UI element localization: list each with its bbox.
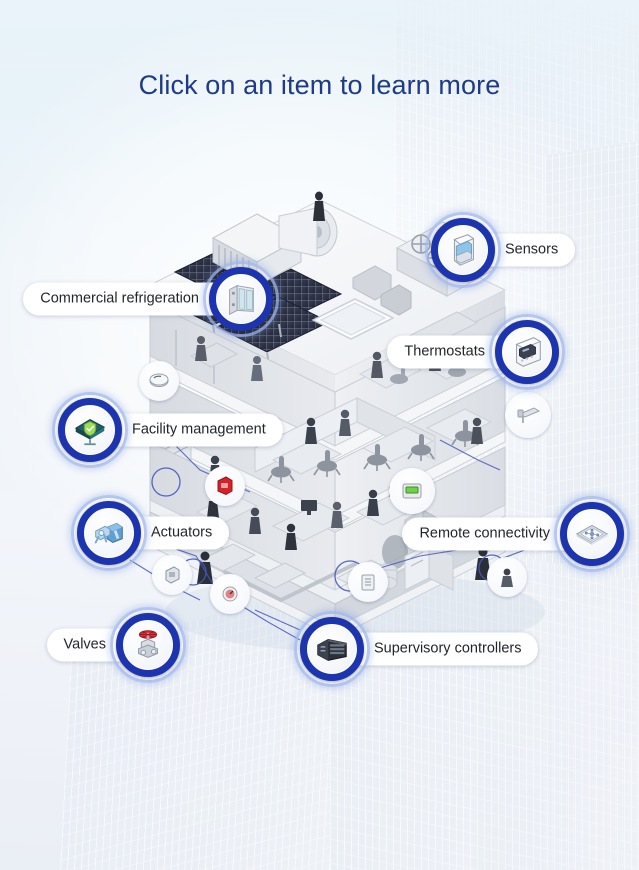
tablet-icon [575,524,609,545]
hotspot-commercial-refrigeration[interactable]: Commercial refrigeration [23,261,279,337]
wall-control-icon [165,566,180,584]
motion-sensor-icon [453,234,475,266]
hotspot-halo-ring [489,314,565,390]
hotspot-label-supervisory-controllers[interactable]: Supervisory controllers [338,632,539,666]
hotspot-halo-ring [425,212,501,288]
hotspot-icon-disc [439,226,487,274]
hotspot-label-text: Actuators [151,524,213,541]
hotspot-halo-ring [294,611,370,687]
pressure-gauge-marker[interactable] [210,574,250,614]
security-camera-marker[interactable] [505,392,551,438]
hotspot-halo-ring [203,261,279,337]
worker-icon [501,568,513,587]
hotspot-halo-ring [52,392,128,468]
hotspot-sensors[interactable]: Sensors [425,212,576,288]
hotspot-icon-disc [503,328,551,376]
hotspot-thermostats[interactable]: Thermostats [387,314,565,390]
fire-alarm-icon [217,476,233,496]
hotspot-halo-ring [554,496,630,572]
hotspot-icon-disc [124,621,172,669]
smoke-detector-marker[interactable] [139,361,179,401]
actuator-icon [94,522,123,544]
hotspot-halo-ring [110,607,186,683]
hotspot-label-commercial-refrigeration[interactable]: Commercial refrigeration [23,282,235,316]
hotspot-remote-connectivity[interactable]: Remote connectivity [402,496,630,572]
hotspot-icon-disc [217,275,265,323]
hotspot-icon-disc [568,510,616,558]
hotspot-label-text: Sensors [505,241,559,258]
breaker-panel-marker[interactable] [348,562,388,602]
hotspot-label-text: Thermostats [404,343,485,360]
hotspot-facility-management[interactable]: Facility management [52,392,283,468]
green-display-icon [402,483,422,499]
monitor-shield-icon [74,419,106,446]
hotspot-label-text: Commercial refrigeration [40,290,199,307]
gauge-icon [222,586,238,602]
hotspot-label-text: Remote connectivity [419,525,550,542]
hotspot-icon-disc [85,509,133,557]
controller-rack-icon [317,638,347,661]
fire-alarm-marker[interactable] [205,466,245,506]
hotspot-label-text: Supervisory controllers [374,640,522,657]
valve-icon [138,630,158,658]
hotspot-label-text: Valves [63,636,106,653]
hotspot-halo-ring [71,495,147,571]
refrigerator-icon [229,284,254,315]
hotspot-icon-disc [66,406,114,454]
control-panel-marker[interactable] [389,468,435,514]
hotspot-supervisory-controllers[interactable]: Supervisory controllers [294,611,539,687]
worker-marker[interactable] [487,557,527,597]
hotspot-label-text: Facility management [132,421,266,438]
hotspot-valves[interactable]: Valves [46,607,186,683]
security-camera-icon [517,407,541,423]
wall-control-marker[interactable] [152,555,192,595]
breaker-panel-icon [361,574,375,591]
hotspot-icon-disc [308,625,356,673]
smoke-detector-icon [149,373,169,387]
thermostat-icon [515,337,542,367]
hotspot-actuators[interactable]: Actuators [71,495,230,571]
page-title: Click on an item to learn more [138,70,501,100]
